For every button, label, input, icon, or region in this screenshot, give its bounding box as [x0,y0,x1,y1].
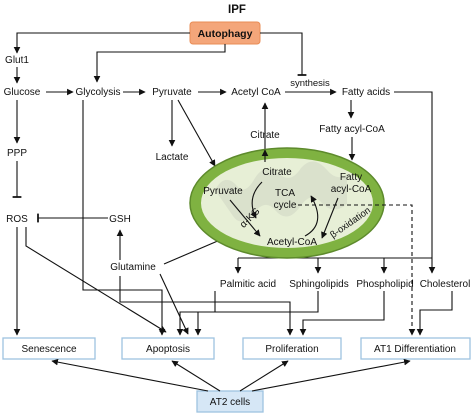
glycolysis-label: Glycolysis [75,87,120,98]
arrow-autophagy-glycolysis [93,44,226,83]
phospholipid-label: Phospholipid [356,279,413,290]
tca-label-2: cycle [274,200,297,211]
arrow-glycolysis-apoptosis [82,100,166,336]
palmitic-acid-label: Palmitic acid [220,279,276,290]
glutamine-label: Glutamine [110,262,156,273]
arrow-cholesterol-at1 [416,291,453,336]
arrow-tca-akg [250,181,263,219]
inhibit-autophagy-synthesis [260,32,307,76]
arrow-at2-at1 [251,358,411,392]
arrow-autophagy-glut1 [13,32,190,54]
arrow-glutamine-proliferation [119,276,294,336]
glucose-label: Glucose [4,87,41,98]
mito-pyruvate-label: Pyruvate [203,186,243,197]
lactate-label: Lactate [156,152,189,163]
senescence-label: Senescence [21,344,76,355]
arrow-at2-senescence [51,358,209,392]
synthesis-label: synthesis [290,78,330,89]
gsh-label: GSH [109,214,131,225]
arrow-ros-apoptosis [25,227,167,333]
ppp-label: PPP [7,148,27,159]
autophagy-label: Autophagy [198,28,253,40]
arrow-glutamine-apoptosis [159,273,189,335]
at1-differentiation-label: AT1 Differentiation [374,344,456,355]
arrow-pyruvate-mito [177,99,216,167]
arrow-sphingolipids-apoptosis [194,291,319,336]
ros-label: ROS [6,214,28,225]
arrow-at2-apoptosis [171,360,221,392]
mito-acetyl-coa-label: Acetyl-CoA [267,237,317,248]
apoptosis-label: Apoptosis [146,344,190,355]
dashed-arrow-at1 [298,204,416,336]
mito-fatty-label-2: acyl-CoA [331,184,372,195]
arrow-phospholipid-proliferation [299,291,385,336]
fatty-acyl-coa-label: Fatty acyl-CoA [319,124,385,135]
apoptosis-box [121,337,215,360]
citrate-label: Citrate [250,130,280,141]
proliferation-label: Proliferation [265,344,318,355]
sphingolipids-label: Sphingolipids [289,279,349,290]
cristae [215,161,347,222]
at1-differentiation-box [360,337,471,360]
cholesterol-label: Cholesterol [420,279,471,290]
at2-cells-label: AT2 cells [210,397,250,408]
at2-cells-box [196,390,264,413]
diagram-title: IPF [228,4,246,16]
line-fattyacids-lipids [394,91,433,258]
acetyl-coa-label: Acetyl CoA [231,87,281,98]
arrow-mito-pyruvate-acetyl [229,199,261,237]
mito-citrate-label: Citrate [262,167,292,178]
pyruvate-label: Pyruvate [152,87,192,98]
senescence-box [2,337,96,360]
arrow-at2-proliferation [239,360,289,392]
mito-fatty-label-1: Fatty [340,172,362,183]
tca-label-1: TCA [275,188,295,199]
proliferation-box [242,337,342,360]
glut1-label: Glut1 [5,55,29,66]
arrow-tca-loop [304,195,319,237]
fatty-acids-label: Fatty acids [342,87,390,98]
